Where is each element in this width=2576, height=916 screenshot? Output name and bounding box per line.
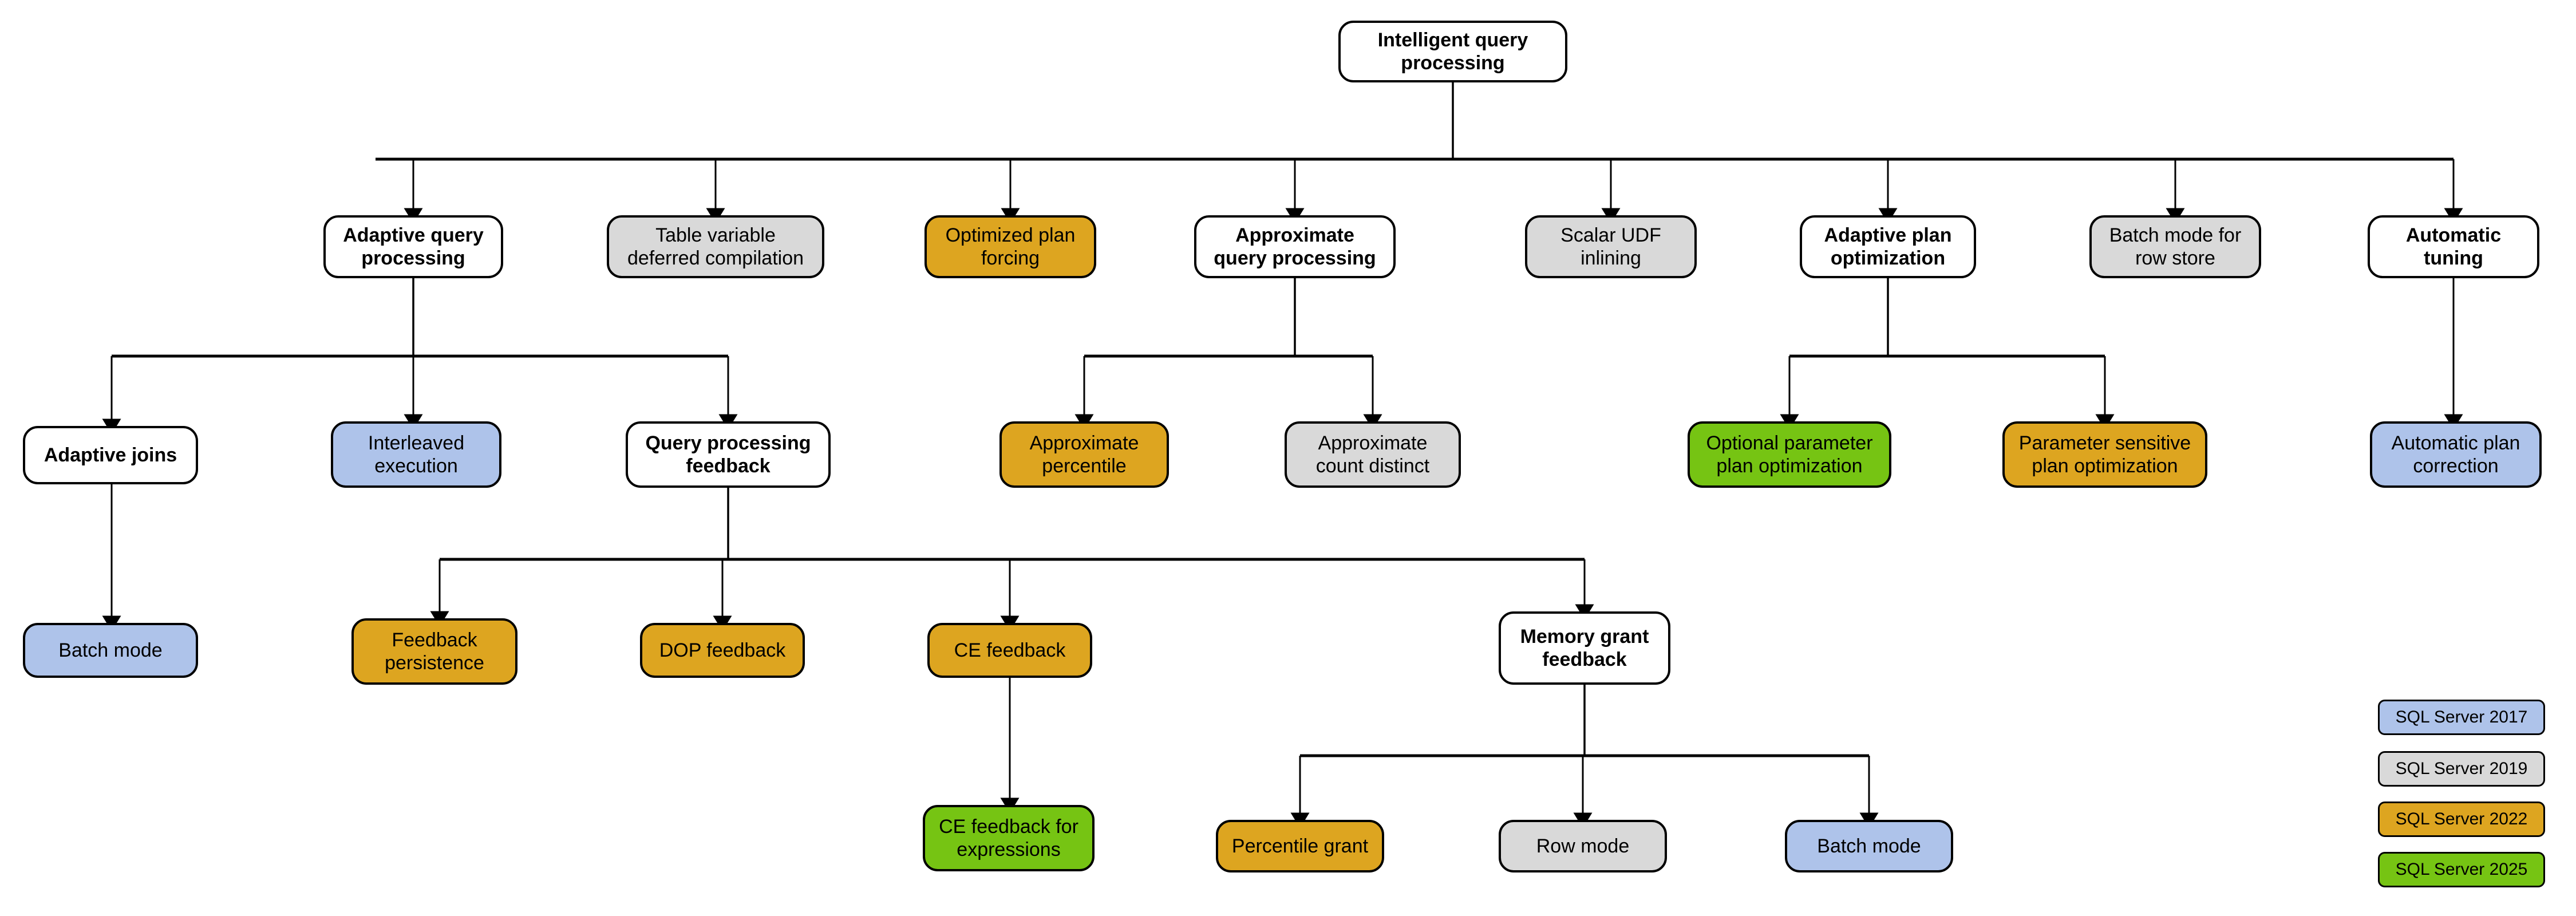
- node-aqp[interactable]: Adaptive query processing: [323, 215, 503, 278]
- node-pspo[interactable]: Parameter sensitive plan optimization: [2002, 421, 2207, 488]
- edge-group-mgf: [1290, 685, 1879, 828]
- node-label: Approximate percentile: [1029, 432, 1139, 477]
- node-label: Adaptive query processing: [343, 224, 484, 269]
- node-label: Memory grant feedback: [1520, 625, 1649, 670]
- node-label: Optimized plan forcing: [945, 224, 1076, 269]
- node-label: Row mode: [1536, 835, 1630, 857]
- node-label: CE feedback: [954, 639, 1066, 661]
- node-oppo[interactable]: Optional parameter plan optimization: [1688, 421, 1891, 488]
- node-label: DOP feedback: [659, 639, 786, 661]
- node-approxcount[interactable]: Approximate count distinct: [1285, 421, 1461, 488]
- node-cefbexpr[interactable]: CE feedback for expressions: [923, 805, 1095, 871]
- legend-item-sql-server-2025[interactable]: SQL Server 2025: [2378, 852, 2545, 887]
- node-label: Feedback persistence: [385, 629, 484, 674]
- node-label: Batch mode for row store: [2109, 224, 2242, 269]
- node-label: Query processing feedback: [645, 432, 811, 477]
- node-label: Interleaved execution: [368, 432, 465, 477]
- node-label: Adaptive joins: [44, 444, 177, 466]
- node-qpf[interactable]: Query processing feedback: [626, 421, 831, 488]
- node-label: Percentile grant: [1231, 835, 1369, 857]
- legend-item-label: SQL Server 2017: [2395, 708, 2528, 727]
- node-label: Scalar UDF inlining: [1560, 224, 1661, 269]
- node-label: Automatic plan correction: [2391, 432, 2520, 477]
- node-opf[interactable]: Optimized plan forcing: [924, 215, 1096, 278]
- node-dopfb[interactable]: DOP feedback: [640, 623, 805, 678]
- node-batchmode1[interactable]: Batch mode: [23, 623, 198, 678]
- node-label: Batch mode: [1817, 835, 1921, 857]
- legend-item-label: SQL Server 2019: [2395, 759, 2528, 778]
- node-tvdc[interactable]: Table variable deferred compilation: [607, 215, 824, 278]
- node-udf[interactable]: Scalar UDF inlining: [1525, 215, 1697, 278]
- node-label: Batch mode: [58, 639, 163, 661]
- legend-item-sql-server-2019[interactable]: SQL Server 2019: [2378, 751, 2545, 787]
- node-label: Approximate query processing: [1214, 224, 1376, 269]
- node-label: CE feedback for expressions: [939, 815, 1078, 860]
- node-root[interactable]: Intelligent query processing: [1338, 21, 1567, 82]
- edge-group-qpf: [430, 488, 1594, 631]
- node-label: Intelligent query processing: [1377, 29, 1528, 74]
- edge-group-aqp: [102, 278, 738, 435]
- node-mgf[interactable]: Memory grant feedback: [1499, 611, 1670, 685]
- legend-item-sql-server-2017[interactable]: SQL Server 2017: [2378, 700, 2545, 735]
- node-pctgrant[interactable]: Percentile grant: [1216, 820, 1384, 872]
- node-apo[interactable]: Adaptive plan optimization: [1800, 215, 1976, 278]
- node-approxpct[interactable]: Approximate percentile: [999, 421, 1169, 488]
- legend-item-label: SQL Server 2025: [2395, 860, 2528, 879]
- node-label: Automatic tuning: [2405, 224, 2502, 269]
- node-cefb[interactable]: CE feedback: [927, 623, 1092, 678]
- edge-group-root: [376, 82, 2463, 224]
- node-label: Optional parameter plan optimization: [1706, 432, 1873, 477]
- node-batchmode2[interactable]: Batch mode: [1785, 820, 1953, 872]
- node-label: Adaptive plan optimization: [1824, 224, 1952, 269]
- node-bmrs[interactable]: Batch mode for row store: [2089, 215, 2261, 278]
- node-approxqp[interactable]: Approximate query processing: [1194, 215, 1396, 278]
- node-fbpersist[interactable]: Feedback persistence: [351, 618, 517, 685]
- edge-group-approxqp: [1074, 278, 1382, 430]
- node-adaptjoins[interactable]: Adaptive joins: [23, 426, 198, 484]
- node-label: Table variable deferred compilation: [627, 224, 804, 269]
- legend-item-sql-server-2022[interactable]: SQL Server 2022: [2378, 802, 2545, 837]
- node-autotune[interactable]: Automatic tuning: [2368, 215, 2539, 278]
- node-label: Parameter sensitive plan optimization: [2018, 432, 2191, 477]
- edge-group-apo: [1780, 278, 2115, 430]
- legend-item-label: SQL Server 2022: [2395, 810, 2528, 828]
- node-apc[interactable]: Automatic plan correction: [2370, 421, 2542, 488]
- node-label: Approximate count distinct: [1315, 432, 1430, 477]
- node-rowmode[interactable]: Row mode: [1499, 820, 1667, 872]
- node-interleaved[interactable]: Interleaved execution: [331, 421, 501, 488]
